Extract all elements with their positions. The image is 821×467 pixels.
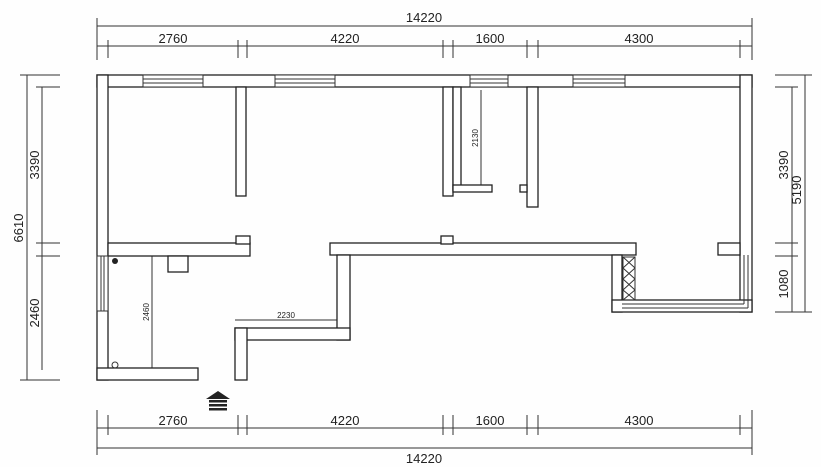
- pipe-icon: [112, 258, 118, 264]
- dim-left-total: 6610: [11, 214, 26, 243]
- dim-right-1: 3390: [776, 151, 791, 180]
- dimension-lines: [20, 18, 812, 455]
- dim-top-2: 4220: [331, 31, 360, 46]
- dim-bottom-2: 4220: [331, 413, 360, 428]
- dim-top-3: 1600: [476, 31, 505, 46]
- dim-bottom-total: 14220: [406, 451, 442, 466]
- dim-right-total: 5190: [789, 176, 804, 205]
- entrance-arrow-icon: [206, 391, 230, 411]
- dim-bottom-4: 4300: [625, 413, 654, 428]
- dim-right-2: 1080: [776, 270, 791, 299]
- dim-room-depth: 2460: [142, 303, 151, 321]
- dim-bottom-1: 2760: [159, 413, 188, 428]
- shaft-hatch: [622, 256, 636, 301]
- dim-top-total: 14220: [406, 10, 442, 25]
- windows: [96, 74, 749, 312]
- walls: [96, 74, 753, 381]
- dim-corridor: 2230: [277, 311, 295, 320]
- dim-closet: 2130: [471, 129, 480, 147]
- dim-bottom-3: 1600: [476, 413, 505, 428]
- dim-top-1: 2760: [159, 31, 188, 46]
- dim-left-2: 2460: [27, 299, 42, 328]
- dim-top-4: 4300: [625, 31, 654, 46]
- dim-left-1: 3390: [27, 151, 42, 180]
- drain-icon: [111, 361, 119, 369]
